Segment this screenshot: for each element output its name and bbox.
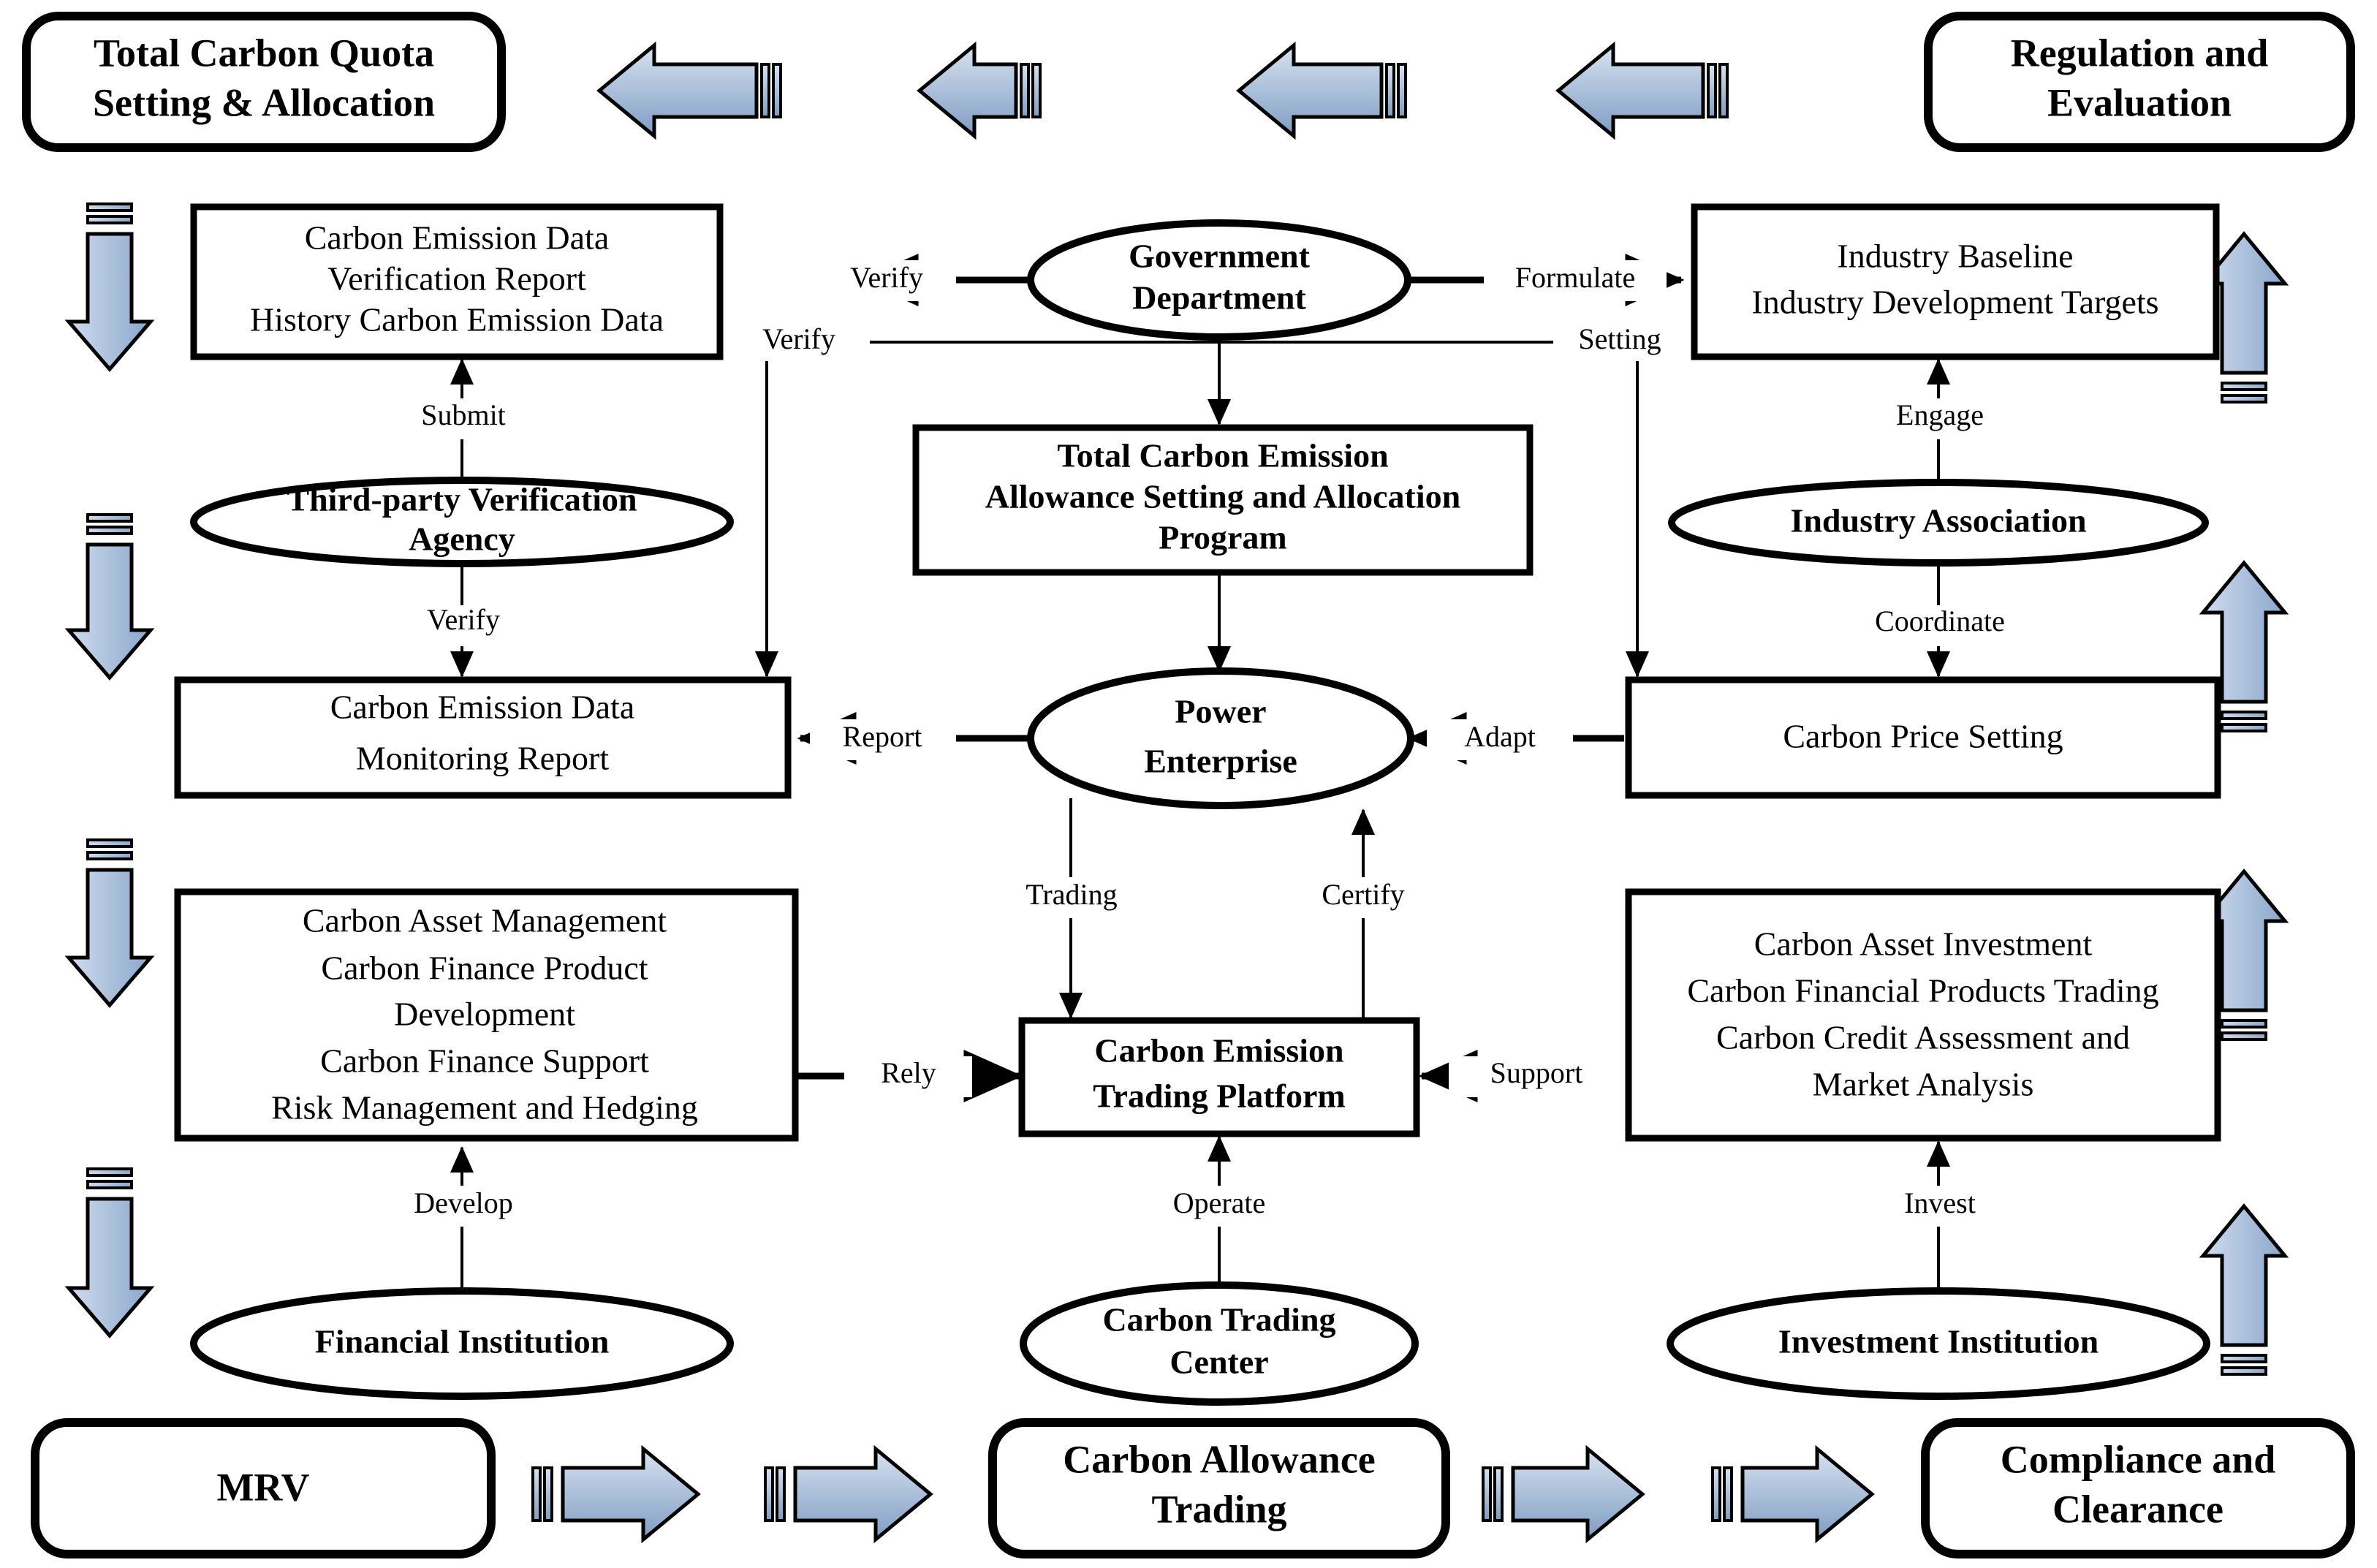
node-third-party-verification-agency[interactable]: Third-party Verification Agency (190, 477, 734, 567)
flow-arrow-up-1 (2199, 231, 2289, 404)
banner-label: Total Carbon Quota (94, 31, 434, 75)
banner-label: Evaluation (2047, 80, 2232, 124)
node-carbon-emission-data-report[interactable]: Carbon Emission Data Verification Report… (190, 203, 724, 360)
banner-total-carbon-quota[interactable]: Total Carbon Quota Setting & Allocation (22, 12, 506, 152)
edge-label-develop: Develop (414, 1186, 513, 1219)
node-line: Industry Baseline (1837, 238, 2073, 275)
node-line: Program (1159, 519, 1286, 556)
node-line: Carbon Trading (1102, 1301, 1335, 1338)
node-industry-association[interactable]: Industry Association (1668, 479, 2209, 567)
flow-arrow-up-2 (2199, 560, 2289, 732)
banner-regulation-evaluation[interactable]: Regulation and Evaluation (1924, 12, 2355, 152)
banner-label: MRV (216, 1465, 309, 1509)
node-line: Industry Association (1790, 502, 2086, 539)
edge-label-certify: Certify (1322, 878, 1404, 911)
flow-arrow-down-2 (64, 513, 155, 681)
node-line: Third-party Verification (287, 481, 637, 518)
banner-label: Carbon Allowance (1063, 1437, 1376, 1481)
edge-label-submit: Submit (421, 398, 506, 431)
node-line: Allowance Setting and Allocation (985, 478, 1460, 515)
node-line: Monitoring Report (356, 740, 609, 777)
node-trading-platform[interactable]: Carbon Emission Trading Platform (1018, 1017, 1420, 1137)
node-line: Carbon Financial Products Trading (1687, 972, 2158, 1010)
banner-compliance-clearance[interactable]: Compliance and Clearance (1921, 1418, 2355, 1558)
edge-label-invest: Invest (1904, 1186, 1976, 1219)
node-line: Development (394, 996, 575, 1033)
flow-arrow-left-3 (1236, 41, 1407, 140)
banner-label: Regulation and (2011, 31, 2269, 75)
edge-label-adapt: Adapt (1464, 720, 1536, 753)
node-carbon-finance-services[interactable]: Carbon Asset Management Carbon Finance P… (174, 888, 799, 1142)
node-line: Total Carbon Emission (1057, 437, 1388, 474)
flow-arrow-right-2 (764, 1444, 933, 1544)
node-line: History Carbon Emission Data (250, 301, 664, 338)
node-industry-baseline[interactable]: Industry Baseline Industry Development T… (1691, 203, 2220, 360)
node-government-department[interactable]: Government Department (1027, 219, 1411, 341)
edge-label-formulate: Formulate (1515, 261, 1635, 294)
edge-label-verify-left: Verify (762, 322, 835, 355)
flow-arrow-right-3 (1482, 1444, 1645, 1544)
edge-label-coordinate: Coordinate (1875, 605, 2005, 637)
flow-arrow-up-4 (2199, 1203, 2289, 1376)
edge-label-engage: Engage (1896, 398, 1984, 431)
banner-label: Clearance (2052, 1487, 2224, 1531)
node-line: Carbon Emission Data (305, 219, 610, 257)
flow-arrow-down-4 (64, 1167, 155, 1338)
node-line: Carbon Price Setting (1783, 718, 2063, 755)
node-monitoring-report[interactable]: Carbon Emission Data Monitoring Report (174, 676, 792, 799)
node-line: Carbon Finance Product (321, 950, 648, 987)
node-line: Carbon Emission (1094, 1032, 1343, 1069)
node-carbon-price-setting[interactable]: Carbon Price Setting (1625, 676, 2221, 799)
node-line: Trading Platform (1093, 1077, 1345, 1115)
edge-label-operate: Operate (1173, 1186, 1266, 1219)
flow-arrow-down-3 (64, 838, 155, 1008)
flow-arrow-left-1 (596, 41, 782, 140)
node-line: Financial Institution (315, 1323, 610, 1360)
flow-arrow-right-1 (531, 1444, 701, 1544)
flow-arrow-left-4 (1555, 41, 1729, 140)
node-line: Center (1169, 1344, 1268, 1381)
edge-label-verify-top: Verify (850, 261, 923, 294)
node-line: Power (1175, 693, 1266, 730)
node-line: Market Analysis (1813, 1066, 2034, 1103)
node-line: Enterprise (1144, 743, 1297, 780)
banner-label: Trading (1151, 1487, 1286, 1531)
edge-label-report: Report (843, 720, 922, 753)
edge-label-setting: Setting (1578, 322, 1661, 355)
banner-label: Compliance and (2001, 1437, 2276, 1481)
flow-arrow-up-3 (2199, 868, 2289, 1041)
banner-carbon-allowance-trading[interactable]: Carbon Allowance Trading (988, 1418, 1450, 1558)
node-line: Government (1129, 238, 1311, 275)
node-line: Verification Report (327, 260, 586, 298)
node-line: Carbon Credit Assessment and (1716, 1019, 2130, 1056)
flow-arrow-left-2 (917, 41, 1042, 140)
node-line: Investment Institution (1778, 1323, 2099, 1360)
node-allowance-program[interactable]: Total Carbon Emission Allowance Setting … (912, 424, 1534, 576)
node-financial-institution[interactable]: Financial Institution (190, 1287, 734, 1400)
node-line: Carbon Asset Investment (1754, 925, 2093, 963)
edge-label-verify-agency: Verify (427, 603, 500, 636)
node-line: Carbon Finance Support (320, 1042, 649, 1080)
edge-label-group: Verify Formulate Verify Setting Submit E… (380, 260, 2044, 1227)
node-power-enterprise[interactable]: Power Enterprise (1027, 667, 1414, 809)
flow-arrow-down-1 (64, 202, 155, 372)
edge-label-support: Support (1490, 1056, 1583, 1089)
node-carbon-trading-center[interactable]: Carbon Trading Center (1020, 1281, 1419, 1406)
node-line: Department (1132, 279, 1306, 317)
node-investment-institution[interactable]: Investment Institution (1667, 1287, 2210, 1400)
flow-arrow-right-4 (1711, 1444, 1875, 1544)
node-carbon-investment-services[interactable]: Carbon Asset Investment Carbon Financial… (1625, 888, 2221, 1142)
node-line: Agency (409, 520, 515, 558)
edge-label-trading: Trading (1026, 878, 1117, 911)
node-line: Risk Management and Hedging (271, 1089, 698, 1126)
banner-mrv[interactable]: MRV (31, 1418, 496, 1558)
node-line: Carbon Emission Data (330, 689, 635, 726)
node-line: Carbon Asset Management (303, 902, 667, 939)
edge-label-rely: Rely (881, 1056, 936, 1089)
node-line: Industry Development Targets (1751, 284, 2158, 321)
banner-label: Setting & Allocation (93, 80, 435, 124)
